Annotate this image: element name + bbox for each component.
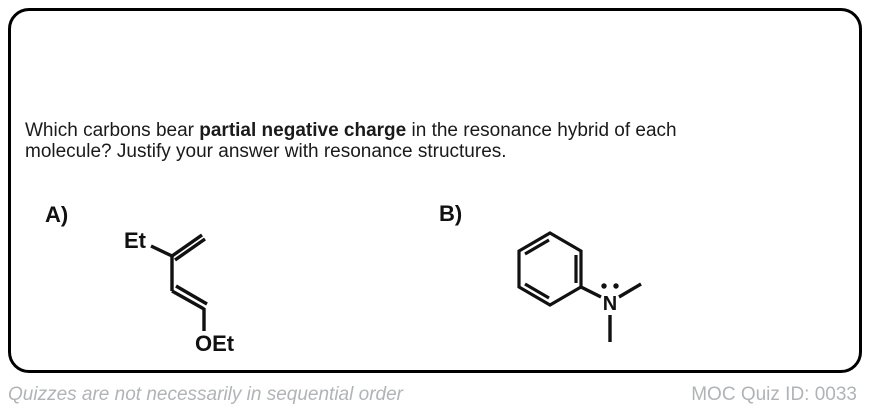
molecule-b-nitrogen-label: N bbox=[603, 293, 617, 315]
question-line1-post: in the resonance hybrid of each bbox=[406, 120, 677, 141]
molecule-b-structure: N bbox=[517, 231, 642, 342]
ring-double-bond-upper-left bbox=[524, 238, 550, 256]
question-line1-bold: partial negative charge bbox=[199, 120, 407, 141]
footer-quiz-id: MOC Quiz ID: 0033 bbox=[691, 384, 857, 405]
molecule-a-structure: Et OEt bbox=[124, 228, 235, 356]
question-line-2: molecule? Justify your answer with reson… bbox=[25, 141, 507, 162]
bond-ring-n bbox=[580, 285, 602, 299]
molecule-a-label: A) bbox=[45, 202, 69, 227]
benzene-ring bbox=[517, 231, 583, 307]
double-bond-c2c1-line2 bbox=[175, 284, 208, 306]
question-line1-pre: Which carbons bear bbox=[25, 120, 200, 141]
double-bond-ch2-line2 bbox=[174, 237, 206, 262]
question-text: Which carbons bear partial negative char… bbox=[25, 120, 815, 162]
ring-double-bond-lower-left bbox=[524, 282, 550, 300]
lone-pair-dot-left bbox=[601, 283, 607, 289]
bond-n-methyl-right bbox=[618, 282, 642, 299]
double-bond-c2c1-line1 bbox=[171, 289, 205, 311]
bond-et-c3 bbox=[150, 244, 173, 258]
molecule-a-ethoxy-label: OEt bbox=[195, 331, 235, 356]
molecule-a-ethyl-label: Et bbox=[124, 228, 147, 253]
question-line-1: Which carbons bear partial negative char… bbox=[25, 120, 815, 141]
molecule-b-label: B) bbox=[439, 201, 463, 226]
lone-pair-dot-right bbox=[613, 283, 619, 289]
quiz-box-border bbox=[8, 8, 862, 373]
footer-note: Quizzes are not necessarily in sequentia… bbox=[8, 384, 403, 405]
double-bond-ch2-line1 bbox=[171, 233, 203, 258]
